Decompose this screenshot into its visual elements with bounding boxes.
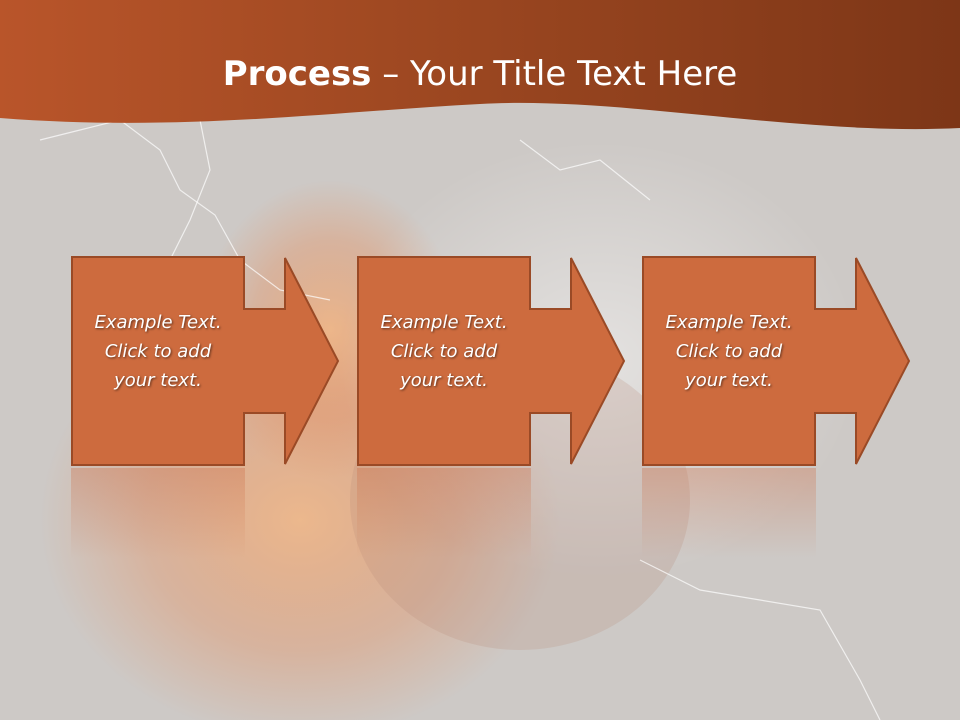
slide-title[interactable]: Process – Your Title Text Here xyxy=(0,52,960,96)
title-bold: Process xyxy=(222,54,372,94)
step-line-1: Example Text. xyxy=(94,312,222,333)
step-line-1: Example Text. xyxy=(665,312,793,333)
step-text[interactable]: Example Text. Click to add your text. xyxy=(361,308,527,395)
step-line-3: your text. xyxy=(685,370,773,391)
step-reflection xyxy=(642,468,816,558)
process-step-3[interactable]: Example Text. Click to add your text. xyxy=(642,256,911,466)
arrow-box-shape xyxy=(642,256,911,466)
step-line-1: Example Text. xyxy=(380,312,508,333)
title-rest: – Your Title Text Here xyxy=(371,54,738,94)
step-line-2: Click to add xyxy=(390,341,498,362)
step-text[interactable]: Example Text. Click to add your text. xyxy=(75,308,241,395)
step-reflection xyxy=(71,468,245,558)
process-step-2[interactable]: Example Text. Click to add your text. xyxy=(357,256,626,466)
step-reflection xyxy=(357,468,531,558)
step-line-3: your text. xyxy=(400,370,488,391)
header-band xyxy=(0,0,960,130)
step-line-2: Click to add xyxy=(104,341,212,362)
process-step-1[interactable]: Example Text. Click to add your text. xyxy=(71,256,340,466)
arrow-box-shape xyxy=(357,256,626,466)
step-line-3: your text. xyxy=(114,370,202,391)
lightning-lines xyxy=(39,119,881,720)
arrow-box-shape xyxy=(71,256,340,466)
step-text[interactable]: Example Text. Click to add your text. xyxy=(646,308,812,395)
step-line-2: Click to add xyxy=(675,341,783,362)
